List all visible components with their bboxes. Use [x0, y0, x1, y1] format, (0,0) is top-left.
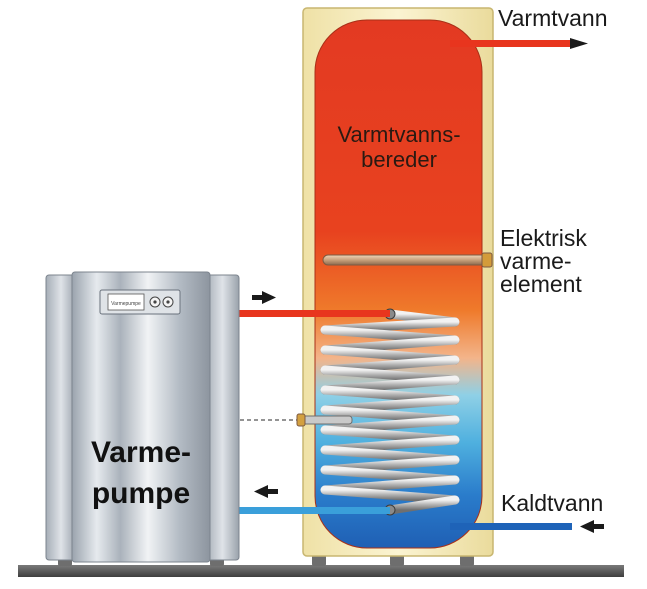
hot-water-pipe	[450, 40, 570, 47]
electric-heating-element	[322, 252, 493, 268]
temperature-sensor	[296, 413, 353, 427]
heater-label-line2: varme-	[500, 248, 572, 274]
return-pipe-cold	[238, 507, 390, 514]
pump-label-line1: Varme-	[90, 436, 192, 469]
pump-display-text: Varmepumpe	[111, 301, 141, 307]
cold-water-label: Kaldtvann	[501, 490, 604, 516]
flow-pipe-hot	[238, 310, 390, 317]
pump-display	[107, 293, 145, 311]
floor	[18, 565, 624, 577]
pump-label-line2: pumpe	[91, 477, 191, 510]
heat-exchanger-coil	[320, 309, 460, 515]
tank-label-line1: Varmtvanns-	[337, 122, 461, 147]
hot-water-arrow-shaft	[573, 41, 579, 46]
heat-pump-unit: Varmepumpe	[45, 271, 240, 563]
heater-label-line1: Elektrisk	[500, 225, 587, 251]
flow-arrow-right	[252, 291, 276, 304]
tank-label-line2: bereder	[361, 147, 437, 172]
heater-label-line3: element	[500, 271, 582, 297]
cold-water-arrow	[580, 520, 604, 533]
cold-water-pipe	[450, 523, 572, 530]
hot-water-label: Varmtvann	[498, 5, 608, 31]
flow-arrow-left	[254, 485, 278, 498]
